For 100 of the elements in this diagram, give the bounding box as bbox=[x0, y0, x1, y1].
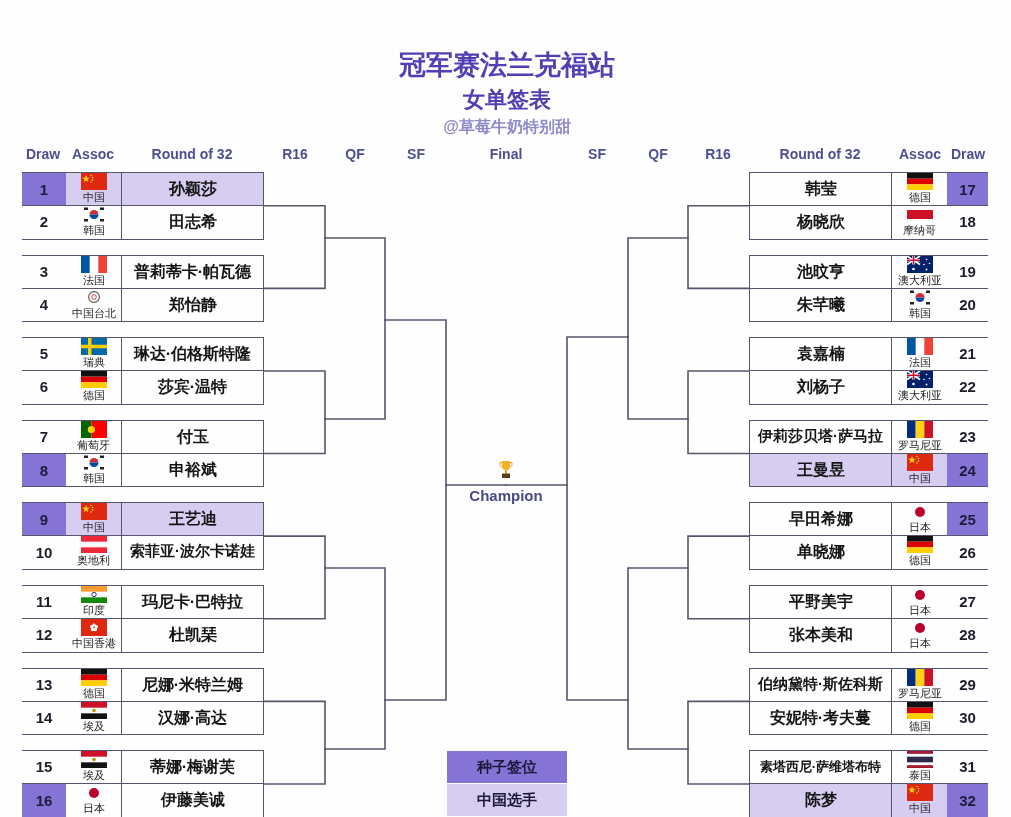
country-name: 日本 bbox=[908, 521, 931, 535]
draw-number: 24 bbox=[947, 453, 988, 487]
title: 冠军赛法兰克福站 bbox=[399, 50, 615, 82]
player-name: 韩莹 bbox=[749, 173, 892, 205]
bracket-line bbox=[324, 699, 386, 750]
country-name: 中国 bbox=[908, 471, 931, 485]
player-row bbox=[749, 452, 988, 488]
country-name: 德国 bbox=[908, 719, 931, 733]
bracket-line bbox=[445, 484, 507, 486]
draw-number: 25 bbox=[947, 503, 988, 536]
player-row bbox=[749, 370, 988, 405]
player-row bbox=[749, 205, 988, 240]
player-row bbox=[22, 750, 264, 784]
country-name: 日本 bbox=[82, 802, 105, 816]
country-name: 澳大利亚 bbox=[897, 389, 942, 403]
bracket-line bbox=[324, 567, 386, 701]
player-name: 伯纳黛特·斯佐科斯 bbox=[749, 668, 892, 701]
country-name: 韩国 bbox=[82, 471, 105, 485]
draw-number: 8 bbox=[22, 453, 66, 487]
bracket-line bbox=[384, 484, 447, 701]
bracket-line bbox=[687, 748, 750, 785]
player-row bbox=[749, 502, 988, 536]
player-name: 平野美宇 bbox=[749, 586, 892, 618]
country-name: 中国 bbox=[908, 802, 931, 816]
player-name: 王曼昱 bbox=[749, 453, 892, 487]
draw-number: 9 bbox=[22, 503, 66, 536]
legend-item: 中国选手 bbox=[447, 784, 567, 816]
player-name: 玛尼卡·巴特拉 bbox=[121, 586, 264, 618]
draw-number: 14 bbox=[35, 708, 53, 727]
player-row bbox=[749, 585, 988, 618]
player-name: 汉娜·高达 bbox=[121, 701, 264, 735]
draw-number: 21 bbox=[959, 345, 976, 364]
draw-number: 15 bbox=[35, 758, 53, 777]
player-name: 索菲亚·波尔卡诺娃 bbox=[121, 536, 264, 569]
draw-number: 32 bbox=[947, 784, 988, 817]
draw-number: 26 bbox=[959, 543, 976, 562]
country-name: 中国台北 bbox=[71, 306, 116, 320]
subtitle: 女单签表 bbox=[463, 87, 551, 113]
country-name: 澳大利亚 bbox=[897, 273, 942, 287]
draw-number: 30 bbox=[959, 708, 976, 727]
country-name: 中国 bbox=[82, 521, 105, 535]
player-name: 琳达·伯格斯特隆 bbox=[121, 338, 264, 371]
player-name: 单晓娜 bbox=[749, 536, 892, 569]
bracket-line bbox=[687, 370, 750, 420]
bracket-line bbox=[263, 567, 326, 620]
player-name: 孙颖莎 bbox=[121, 173, 264, 205]
bracket-line bbox=[627, 567, 689, 701]
player-row bbox=[749, 700, 988, 736]
draw-number: 22 bbox=[959, 378, 976, 397]
player-row bbox=[22, 618, 264, 653]
draw-number: 19 bbox=[959, 262, 976, 281]
draw-number: 10 bbox=[35, 543, 53, 562]
draw-number: 27 bbox=[959, 593, 976, 611]
player-name: 安妮特·考夫蔓 bbox=[749, 701, 892, 735]
draw-number: 20 bbox=[959, 295, 976, 314]
country-name: 瑞典 bbox=[82, 356, 105, 370]
draw-number: 3 bbox=[39, 262, 49, 281]
country-name: 韩国 bbox=[908, 306, 931, 320]
column-header: R16 bbox=[282, 145, 308, 163]
country-name: 法国 bbox=[908, 356, 931, 370]
player-name: 早田希娜 bbox=[749, 503, 892, 536]
draw-number: 17 bbox=[947, 173, 988, 205]
draw-number: 11 bbox=[36, 593, 52, 611]
player-row bbox=[22, 783, 264, 817]
player-row bbox=[22, 337, 264, 371]
draw-number: 1 bbox=[22, 173, 66, 205]
player-row bbox=[22, 254, 264, 288]
bracket-line bbox=[263, 204, 326, 239]
country-name: 日本 bbox=[908, 604, 931, 617]
bracket-line bbox=[687, 204, 750, 239]
draw-number: 13 bbox=[35, 675, 53, 694]
draw-number: 29 bbox=[959, 675, 976, 694]
player-row bbox=[22, 172, 264, 205]
player-row bbox=[749, 618, 988, 653]
country-name: 奥地利 bbox=[77, 554, 110, 568]
player-row bbox=[749, 254, 988, 288]
player-row bbox=[22, 502, 264, 536]
player-row bbox=[22, 667, 264, 701]
country-name: 罗马尼亚 bbox=[897, 686, 942, 700]
bracket-line bbox=[627, 699, 689, 750]
country-name: 德国 bbox=[82, 686, 105, 700]
player-name: 莎宾·温特 bbox=[121, 371, 264, 404]
player-name: 伊莉莎贝塔·萨马拉 bbox=[749, 420, 892, 453]
country-name: 印度 bbox=[82, 604, 105, 617]
player-row bbox=[22, 370, 264, 405]
column-header: Round of 32 bbox=[151, 145, 233, 163]
country-name: 泰国 bbox=[908, 769, 931, 783]
player-name: 申裕斌 bbox=[121, 453, 264, 487]
player-name: 陈梦 bbox=[749, 784, 892, 817]
country-name: 韩国 bbox=[82, 224, 105, 237]
draw-number: 7 bbox=[39, 427, 49, 446]
player-row bbox=[749, 535, 988, 570]
country-name: 摩纳哥 bbox=[903, 224, 936, 237]
bracket-line bbox=[627, 336, 689, 420]
bracket-line bbox=[687, 418, 750, 455]
draw-number: 23 bbox=[959, 427, 976, 446]
player-row bbox=[22, 452, 264, 488]
bracket-line bbox=[687, 535, 750, 569]
player-row bbox=[749, 419, 988, 453]
player-name: 张本美和 bbox=[749, 619, 892, 652]
